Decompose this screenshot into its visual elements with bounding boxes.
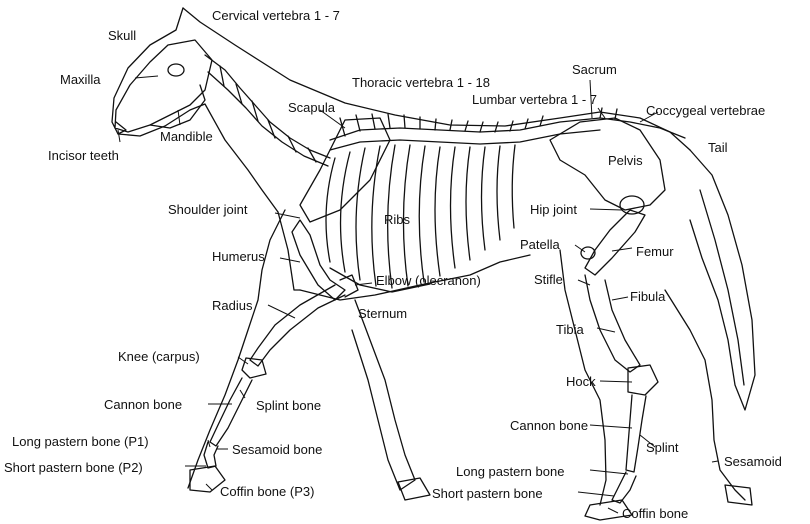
label-shoulder-joint: Shoulder joint bbox=[168, 202, 248, 217]
cannon-front bbox=[210, 378, 252, 446]
thoracic-spine bbox=[330, 118, 685, 140]
label-splint-bone: Splint bone bbox=[256, 398, 321, 413]
label-radius: Radius bbox=[212, 298, 252, 313]
label-pelvis: Pelvis bbox=[608, 153, 643, 168]
label-fibula: Fibula bbox=[630, 289, 665, 304]
label-coffin-bone-hind: Coffin bone bbox=[622, 506, 688, 521]
label-stifle: Stifle bbox=[534, 272, 563, 287]
tail-hair bbox=[700, 190, 744, 385]
hoof-hind-2 bbox=[725, 485, 752, 505]
label-cannon-bone-hind: Cannon bone bbox=[510, 418, 588, 433]
label-sternum: Sternum bbox=[358, 306, 407, 321]
forelimb-supporting-outline bbox=[352, 300, 415, 490]
chest-outline bbox=[278, 212, 300, 290]
label-short-pastern-front: Short pastern bone (P2) bbox=[4, 460, 143, 475]
label-thoracic-vertebra: Thoracic vertebra 1 - 18 bbox=[352, 75, 490, 90]
back-outline bbox=[112, 8, 278, 212]
label-humerus: Humerus bbox=[212, 249, 265, 264]
label-ribs: Ribs bbox=[384, 212, 410, 227]
label-long-pastern-front: Long pastern bone (P1) bbox=[12, 434, 149, 449]
label-lumbar-vertebra: Lumbar vertebra 1 - 7 bbox=[472, 92, 597, 107]
label-scapula: Scapula bbox=[288, 100, 335, 115]
label-femur: Femur bbox=[636, 244, 674, 259]
cannon-hind bbox=[626, 395, 646, 472]
label-incisor-teeth: Incisor teeth bbox=[48, 148, 119, 163]
label-sesamoid-bone: Sesamoid bone bbox=[232, 442, 322, 457]
femur-bone bbox=[585, 210, 645, 275]
skull-shape bbox=[115, 40, 212, 132]
label-short-pastern-hind: Short pastern bone bbox=[432, 486, 543, 501]
label-cervical-vertebra: Cervical vertebra 1 - 7 bbox=[212, 8, 340, 23]
label-elbow: Elbow (olecranon) bbox=[376, 273, 481, 288]
label-long-pastern-hind: Long pastern bone bbox=[456, 464, 564, 479]
label-tibia: Tibia bbox=[556, 322, 584, 337]
label-hip-joint: Hip joint bbox=[530, 202, 577, 217]
label-patella: Patella bbox=[520, 237, 560, 252]
pastern-hind bbox=[612, 472, 636, 503]
label-coffin-bone-front: Coffin bone (P3) bbox=[220, 484, 314, 499]
label-splint: Splint bbox=[646, 440, 679, 455]
label-hock: Hock bbox=[566, 374, 596, 389]
label-tail: Tail bbox=[708, 140, 728, 155]
thoracic-spine-lower bbox=[330, 130, 600, 150]
label-knee-carpus: Knee (carpus) bbox=[118, 349, 200, 364]
knee-carpus bbox=[242, 358, 266, 378]
label-maxilla: Maxilla bbox=[60, 72, 100, 87]
label-sesamoid-hind: Sesamoid bbox=[724, 454, 782, 469]
label-skull: Skull bbox=[108, 28, 136, 43]
label-sacrum: Sacrum bbox=[572, 62, 617, 77]
tail-outline bbox=[690, 150, 755, 410]
rib-cage bbox=[326, 145, 515, 288]
humerus-bone bbox=[292, 220, 345, 300]
label-mandible: Mandible bbox=[160, 129, 213, 144]
eye-orbit bbox=[168, 64, 184, 76]
label-cannon-bone-front: Cannon bone bbox=[104, 397, 182, 412]
label-coccygeal-vertebrae: Coccygeal vertebrae bbox=[646, 103, 765, 118]
